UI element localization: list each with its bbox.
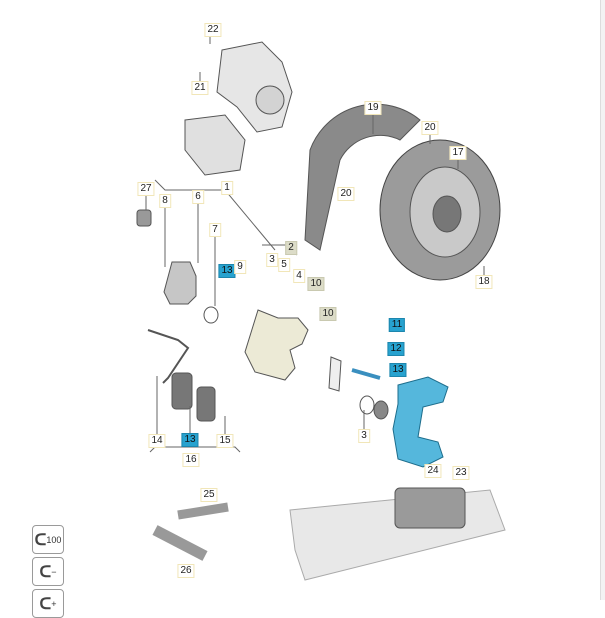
zoom-in-button[interactable]: ᑕ+ bbox=[32, 589, 64, 618]
wear-sensor bbox=[147, 329, 190, 384]
caliper-carrier bbox=[244, 309, 309, 381]
pad-spring bbox=[328, 356, 342, 392]
callout-8[interactable]: 8 bbox=[159, 194, 171, 208]
caliper-bracket-highlighted bbox=[392, 376, 449, 468]
callout-20b[interactable]: 20 bbox=[337, 187, 355, 201]
caliper-housing bbox=[163, 261, 197, 305]
callout-2[interactable]: 2 bbox=[285, 241, 297, 255]
callout-22[interactable]: 22 bbox=[204, 23, 222, 37]
scrollbar[interactable] bbox=[600, 0, 605, 600]
parts-diagram bbox=[136, 36, 506, 581]
callout-16[interactable]: 16 bbox=[182, 453, 200, 467]
brake-pad bbox=[196, 386, 216, 422]
magnifier-icon: ᑕ bbox=[34, 531, 47, 549]
callout-13b[interactable]: 13 bbox=[389, 363, 407, 377]
connector bbox=[136, 209, 152, 227]
dust-shield bbox=[304, 103, 421, 251]
callout-21[interactable]: 21 bbox=[191, 81, 209, 95]
callout-12[interactable]: 12 bbox=[387, 342, 405, 356]
callout-26[interactable]: 26 bbox=[177, 564, 195, 578]
magnifier-icon: ᑕ bbox=[39, 595, 52, 613]
callout-5[interactable]: 5 bbox=[278, 258, 290, 272]
brake-caliper-upper bbox=[184, 114, 246, 176]
callout-15[interactable]: 15 bbox=[216, 434, 234, 448]
callout-20[interactable]: 20 bbox=[421, 121, 439, 135]
callout-10b[interactable]: 10 bbox=[319, 307, 337, 321]
callout-1[interactable]: 1 bbox=[221, 181, 233, 195]
callout-19[interactable]: 19 bbox=[364, 101, 382, 115]
grease-tube bbox=[152, 525, 208, 561]
callout-3b[interactable]: 3 bbox=[358, 429, 370, 443]
magnifier-icon: ᑕ bbox=[39, 563, 52, 581]
callout-25[interactable]: 25 bbox=[200, 488, 218, 502]
callout-23[interactable]: 23 bbox=[452, 466, 470, 480]
callout-18[interactable]: 18 bbox=[475, 275, 493, 289]
callout-4[interactable]: 4 bbox=[293, 269, 305, 283]
callout-17[interactable]: 17 bbox=[449, 146, 467, 160]
callout-9[interactable]: 9 bbox=[234, 260, 246, 274]
callout-27[interactable]: 27 bbox=[137, 182, 155, 196]
callout-13c[interactable]: 13 bbox=[181, 433, 199, 447]
guide-bolt bbox=[351, 368, 381, 380]
zoom-out-button[interactable]: ᑕ− bbox=[32, 557, 64, 586]
callout-10[interactable]: 10 bbox=[307, 277, 325, 291]
brake-pad bbox=[171, 372, 193, 410]
seal-ring bbox=[203, 306, 219, 324]
callout-11[interactable]: 11 bbox=[388, 318, 406, 332]
callout-14[interactable]: 14 bbox=[148, 434, 166, 448]
callout-6[interactable]: 6 bbox=[192, 190, 204, 204]
callout-7[interactable]: 7 bbox=[209, 223, 221, 237]
callout-13[interactable]: 13 bbox=[218, 264, 236, 278]
callout-24[interactable]: 24 bbox=[424, 464, 442, 478]
control-unit bbox=[394, 487, 466, 529]
grease-tube bbox=[177, 502, 229, 520]
callout-3[interactable]: 3 bbox=[266, 253, 278, 267]
